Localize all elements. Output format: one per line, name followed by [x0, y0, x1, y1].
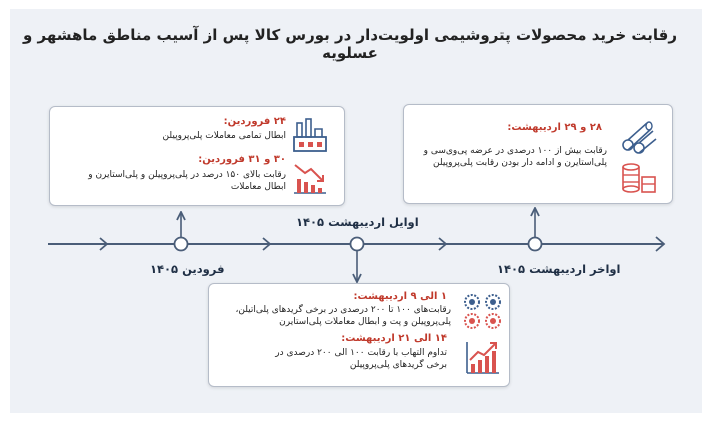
- card-early-ordibehesht-date-2: ۱۴ الی ۲۱ اردیبهشت:: [341, 333, 447, 344]
- timeline-node-late-ordibehesht: [527, 236, 543, 252]
- rising-chart-icon: [466, 342, 499, 374]
- card-early-ordibehesht: ۱ الی ۹ اردیبهشت: رقابت‌های ۱۰۰ تا ۲۰۰ د…: [208, 283, 510, 387]
- label-late-ordibehesht: اواخر اردیبهشت ۱۴۰۵: [497, 262, 621, 276]
- arrow-chevron-icon: [262, 237, 272, 251]
- label-farvardin: فرودین ۱۴۰۵: [150, 262, 225, 276]
- infographic-title: رقابت خرید محصولات پتروشیمی اولویت‌دار د…: [22, 26, 678, 62]
- card-early-ordibehesht-date-1: ۱ الی ۹ اردیبهشت:: [353, 291, 447, 302]
- card-farvardin-date-2: ۳۰ و ۳۱ فروردین:: [198, 154, 286, 165]
- timeline-node-farvardin: [173, 236, 189, 252]
- card-late-ordibehesht-date-1: ۲۸ و ۲۹ اردیبهشت:: [507, 122, 602, 133]
- arrow-head-icon: [655, 236, 666, 252]
- arrow-chevron-icon: [99, 237, 109, 251]
- label-early-ordibehesht: اوایل اردیبهشت ۱۴۰۵: [296, 215, 419, 229]
- card-farvardin-text-2: رقابت بالای ۱۵۰ درصد در پلی‌پروپیلن و پل…: [88, 170, 286, 192]
- barrels-icon: [622, 163, 656, 193]
- card-early-ordibehesht-text-2: تداوم التهاب با رقابت ۱۰۰ الی ۲۰۰ درصدی …: [275, 348, 447, 370]
- polymer-granules-icon: [464, 294, 501, 329]
- card-late-ordibehesht: ۲۸ و ۲۹ اردیبهشت: رقابت بیش از ۱۰۰ درصدی…: [403, 104, 673, 204]
- arrow-chevron-icon: [438, 237, 448, 251]
- card-late-ordibehesht-text-1: رقابت بیش از ۱۰۰ درصدی در عرضه پی‌وی‌سی …: [423, 146, 607, 168]
- declining-chart-icon: [294, 164, 326, 194]
- petrochemical-plant-icon: [293, 118, 327, 152]
- pipes-icon: [622, 121, 657, 154]
- card-farvardin-date-1: ۲۴ فروردین:: [223, 116, 286, 127]
- timeline-node-early-ordibehesht: [349, 236, 365, 252]
- card-farvardin: ۲۴ فروردین: ابطال تمامی معاملات پلی‌پروپ…: [49, 106, 345, 206]
- card-early-ordibehesht-text-1: رقابت‌های ۱۰۰ تا ۲۰۰ درصدی در برخی گریده…: [235, 305, 451, 327]
- card-farvardin-text-1: ابطال تمامی معاملات پلی‌پروپیلن: [162, 131, 286, 141]
